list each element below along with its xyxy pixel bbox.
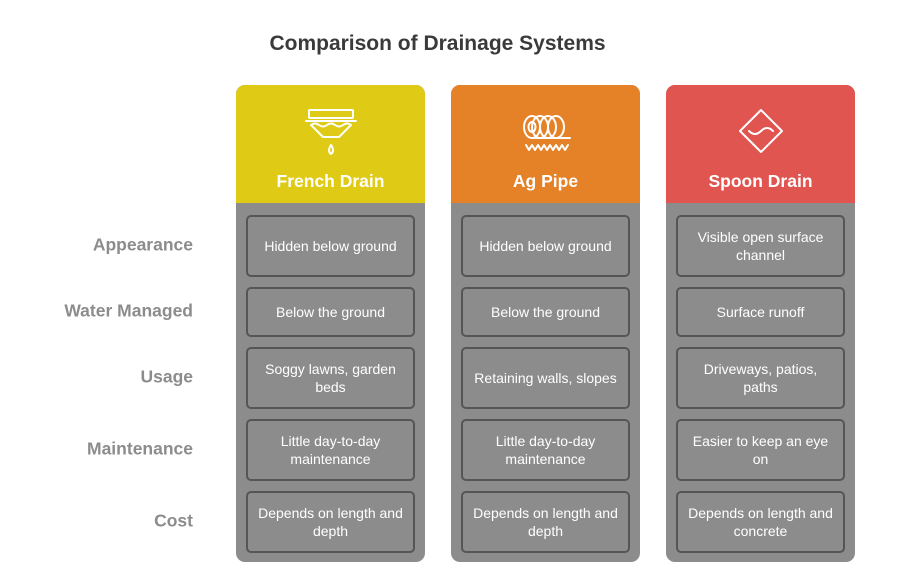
cell-cost: Depends on length and depth bbox=[246, 491, 415, 553]
cell-appearance: Hidden below ground bbox=[246, 215, 415, 277]
drain-grate-icon bbox=[304, 109, 357, 155]
cell-appearance: Hidden below ground bbox=[461, 215, 630, 277]
coiled-pipe-icon bbox=[522, 115, 571, 151]
column-title: French Drain bbox=[276, 171, 385, 191]
column-french-drain: French Drain Hidden below ground Below t… bbox=[236, 85, 425, 562]
row-label-appearance: Appearance bbox=[92, 234, 193, 255]
row-label-cost: Cost bbox=[154, 510, 193, 531]
cell-usage: Retaining walls, slopes bbox=[461, 347, 630, 409]
cell-appearance: Visible open surface channel bbox=[676, 215, 845, 277]
cell-usage: Soggy lawns, garden beds bbox=[246, 347, 415, 409]
diagram-title: Comparison of Drainage Systems bbox=[269, 32, 606, 55]
column-header: Ag Pipe bbox=[451, 85, 640, 203]
cell-cost: Depends on length and depth bbox=[461, 491, 630, 553]
cell-water-managed: Below the ground bbox=[461, 287, 630, 337]
row-label-usage: Usage bbox=[140, 366, 193, 387]
column-title: Spoon Drain bbox=[708, 171, 813, 191]
cell-usage: Driveways, patios, paths bbox=[676, 347, 845, 409]
column-header: Spoon Drain bbox=[666, 85, 855, 203]
column-header: French Drain bbox=[236, 85, 425, 203]
row-label-maintenance: Maintenance bbox=[87, 438, 193, 459]
column-title: Ag Pipe bbox=[512, 171, 579, 191]
cell-maintenance: Easier to keep an eye on bbox=[676, 419, 845, 481]
row-label-water-managed: Water Managed bbox=[64, 300, 193, 321]
diamond-channel-icon bbox=[738, 109, 783, 153]
column-ag-pipe: Ag Pipe Hidden below ground Below the gr… bbox=[451, 85, 640, 562]
cell-water-managed: Surface runoff bbox=[676, 287, 845, 337]
cell-maintenance: Little day-to-day maintenance bbox=[461, 419, 630, 481]
column-spoon-drain: Spoon Drain Visible open surface channel… bbox=[666, 85, 855, 562]
cell-water-managed: Below the ground bbox=[246, 287, 415, 337]
cell-maintenance: Little day-to-day maintenance bbox=[246, 419, 415, 481]
cell-cost: Depends on length and concrete bbox=[676, 491, 845, 553]
